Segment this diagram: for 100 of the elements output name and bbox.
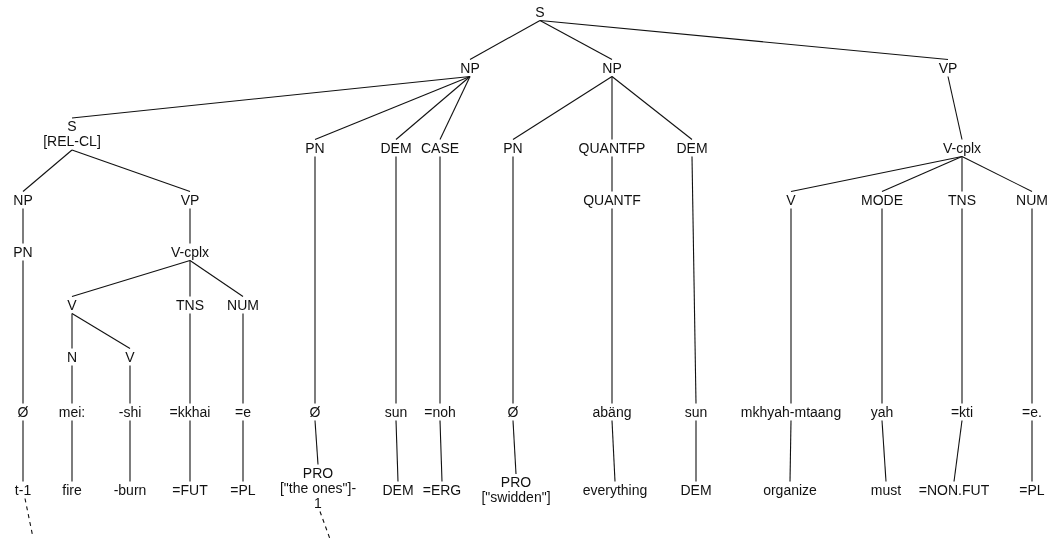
syntax-category-label: [REL-CL]: [43, 134, 101, 149]
gloss: ["the ones"]-: [279, 480, 357, 496]
gloss: PRO: [499, 475, 533, 490]
tree-branch: [790, 155, 963, 193]
tree-branch: [189, 419, 191, 483]
syntax-category-label: PN: [503, 140, 523, 156]
syntax-category-label: NUM: [1016, 192, 1048, 208]
word-form: =e: [235, 404, 251, 420]
syntax-category-label: S: [66, 119, 78, 134]
syntax-category-label: TNS: [176, 297, 204, 313]
gloss: DEM: [382, 482, 414, 498]
word-form: =kkhai: [169, 404, 211, 420]
gloss: 1: [314, 495, 322, 511]
syntax-category-label: NUM: [227, 297, 259, 313]
tree-branch: [439, 155, 441, 405]
gloss: fire: [62, 482, 82, 498]
tree-branch: [790, 207, 792, 405]
tree-branch: [71, 259, 191, 298]
tree-branch: [539, 19, 949, 61]
tree-branch: [611, 155, 613, 193]
tree-branch: [22, 207, 24, 245]
tree-branch: [129, 419, 131, 483]
tree-branch: [314, 419, 319, 466]
syntax-category-label: TNS: [948, 192, 976, 208]
tree-branch: [189, 259, 244, 298]
syntax-category-label: V-cplx: [170, 244, 210, 260]
syntax-category-label: V: [67, 297, 77, 313]
tree-branch: [1031, 207, 1033, 405]
tree-branch: [539, 19, 613, 61]
tree-branch: [881, 155, 963, 193]
word-form: =kti: [950, 404, 974, 420]
tree-branch: [1031, 419, 1033, 483]
tree-branch: [314, 155, 316, 405]
tree-branch: [611, 419, 616, 483]
tree-branch: [953, 419, 963, 483]
syntax-category-label: PN: [305, 140, 325, 156]
syntax-category-label: PN: [13, 244, 33, 260]
tree-branch: [961, 207, 963, 405]
tree-branch: [395, 155, 397, 405]
syntax-category-label: DEM: [380, 140, 412, 156]
syntax-category-label: VP: [180, 192, 200, 208]
word-form: yah: [870, 404, 894, 420]
tree-branch: [439, 75, 471, 141]
tree-branch: [395, 419, 399, 483]
word-form: sun: [684, 404, 708, 420]
gloss: =NON.FUT: [918, 482, 990, 498]
tree-branch: [512, 419, 517, 475]
tree-branch: [469, 19, 541, 61]
word-form: Ø: [17, 404, 29, 420]
tree-branch: [611, 75, 693, 141]
tree-branch: [695, 419, 697, 483]
tree-branch: [881, 207, 883, 405]
gloss: t-1: [14, 482, 32, 498]
tree-branch: [611, 207, 613, 405]
syntax-category-label: QUANTF: [583, 192, 641, 208]
tree-branch: [611, 75, 613, 141]
gloss: -burn: [113, 482, 147, 498]
tree-branch: [242, 419, 244, 483]
syntax-category-label: V: [125, 349, 135, 365]
tree-branch: [189, 207, 191, 245]
trace-line: [319, 510, 331, 540]
tree-branch: [395, 75, 471, 141]
syntax-category-label: NP: [13, 192, 33, 208]
word-form: Ø: [309, 404, 321, 420]
tree-branch: [22, 259, 24, 405]
tree-branch: [881, 419, 887, 483]
word-form: sun: [384, 404, 408, 420]
tree-branch: [71, 312, 131, 350]
word-form: Ø: [507, 404, 519, 420]
syntax-category-label: N: [66, 349, 78, 365]
tree-branch: [189, 312, 191, 405]
tree-branch: [71, 312, 73, 350]
word-form: =e.: [1022, 404, 1042, 420]
syntax-category-label: CASE: [420, 140, 460, 156]
syntax-category-label: S: [535, 4, 545, 20]
tree-branch: [789, 419, 792, 483]
word-form: mei:: [58, 404, 86, 420]
syntax-category-label: VP: [938, 60, 958, 76]
gloss: =FUT: [172, 482, 208, 498]
tree-branch: [71, 149, 191, 193]
syntax-category-label: V: [786, 192, 796, 208]
tree-branch: [22, 419, 24, 483]
tree-branch: [691, 155, 697, 405]
tree-branch: [961, 155, 963, 193]
tree-branch: [512, 75, 613, 141]
tree-branch: [71, 75, 471, 119]
tree-branch: [129, 364, 131, 405]
gloss: PRO: [301, 465, 335, 481]
syntax-category-label: V-cplx: [942, 140, 982, 156]
word-form: =noh: [424, 404, 456, 420]
gloss: DEM: [680, 482, 712, 498]
gloss: must: [870, 482, 902, 498]
gloss: ["swidden"]: [481, 490, 551, 505]
tree-branch: [439, 419, 443, 483]
tree-branch: [71, 419, 73, 483]
tree-branch: [22, 149, 73, 193]
gloss: =PL: [230, 482, 256, 498]
tree-branch: [512, 155, 514, 405]
tree-branch: [947, 75, 963, 141]
tree-branch: [71, 364, 73, 405]
